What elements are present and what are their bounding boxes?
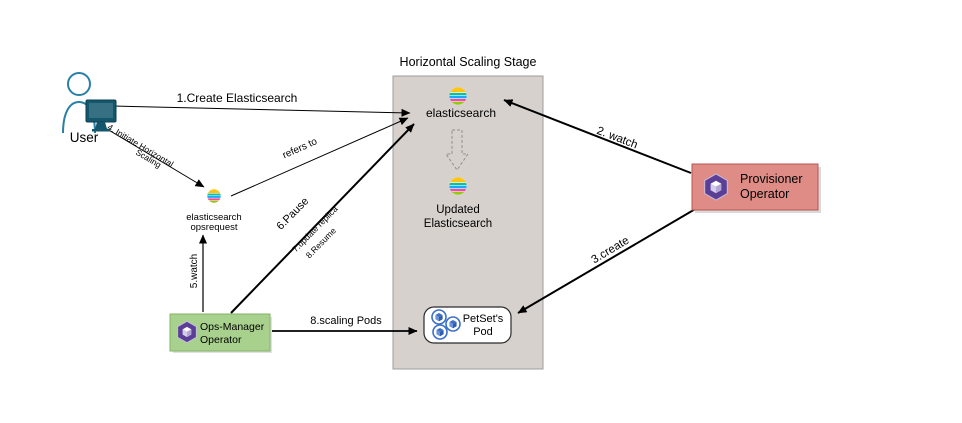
opsmanager-label-line2: Operator — [200, 334, 242, 346]
user-label: User — [70, 130, 99, 145]
label-pause: 6.Pause — [274, 195, 311, 232]
opsrequest-icon — [207, 189, 221, 203]
label-scaling-pods: 8.scaling Pods — [310, 315, 382, 327]
petset-pod-label-line1: PetSet's — [463, 313, 504, 325]
provisioner-label-line2: Operator — [740, 187, 789, 201]
edge-watch-provisioner — [503, 99, 692, 174]
petset-pod-label-line2: Pod — [473, 326, 493, 338]
edge-pause-update-resume — [230, 123, 415, 314]
pod-icon — [445, 316, 461, 332]
node-ops-manager-operator: Ops-Manager Operator — [169, 313, 272, 353]
pod-icon — [432, 324, 448, 340]
label-refers-to: refers to — [281, 136, 319, 161]
updated-elasticsearch-label-line1: Updated — [436, 204, 479, 216]
opsrequest-label-line1: elasticsearch — [186, 212, 241, 223]
provisioner-label-line1: Provisioner — [740, 172, 803, 186]
label-create-elasticsearch: 1.Create Elasticsearch — [177, 91, 298, 105]
opsrequest-label-line2: opsrequest — [190, 222, 237, 233]
node-elasticsearch-opsrequest: elasticsearch opsrequest — [186, 189, 242, 233]
updated-elasticsearch-label-line2: Elasticsearch — [424, 218, 492, 230]
monitor-base — [92, 129, 110, 132]
edge-labels: 1.Create Elasticsearch 2. watch 3.create… — [106, 91, 639, 327]
opsmanager-label-line1: Ops-Manager — [200, 321, 265, 333]
stage-title: Horizontal Scaling Stage — [400, 55, 537, 69]
label-initiate-line1: 4. Initiate Horizontal — [106, 122, 176, 169]
edges — [101, 99, 698, 335]
node-user: User — [62, 72, 117, 145]
edge-refers-to — [230, 117, 409, 197]
edge-initiate-scaling — [101, 125, 205, 188]
label-watch-opsrequest: 5.watch — [189, 254, 200, 288]
pod-icon — [431, 309, 447, 325]
elasticsearch-label: elasticsearch — [426, 106, 496, 120]
user-head-icon — [67, 72, 91, 96]
monitor-screen — [89, 103, 113, 118]
node-petset-pod: PetSet's Pod — [423, 306, 512, 344]
edge-create-elasticsearch — [112, 105, 411, 117]
node-elasticsearch: elasticsearch — [426, 87, 496, 120]
monitor-stand — [95, 122, 107, 129]
edge-create-petset — [517, 207, 698, 314]
node-updated-elasticsearch: Updated Elasticsearch — [424, 177, 492, 230]
label-watch-provisioner: 2. watch — [595, 125, 639, 152]
node-provisioner-operator: Provisioner Operator — [691, 163, 821, 213]
